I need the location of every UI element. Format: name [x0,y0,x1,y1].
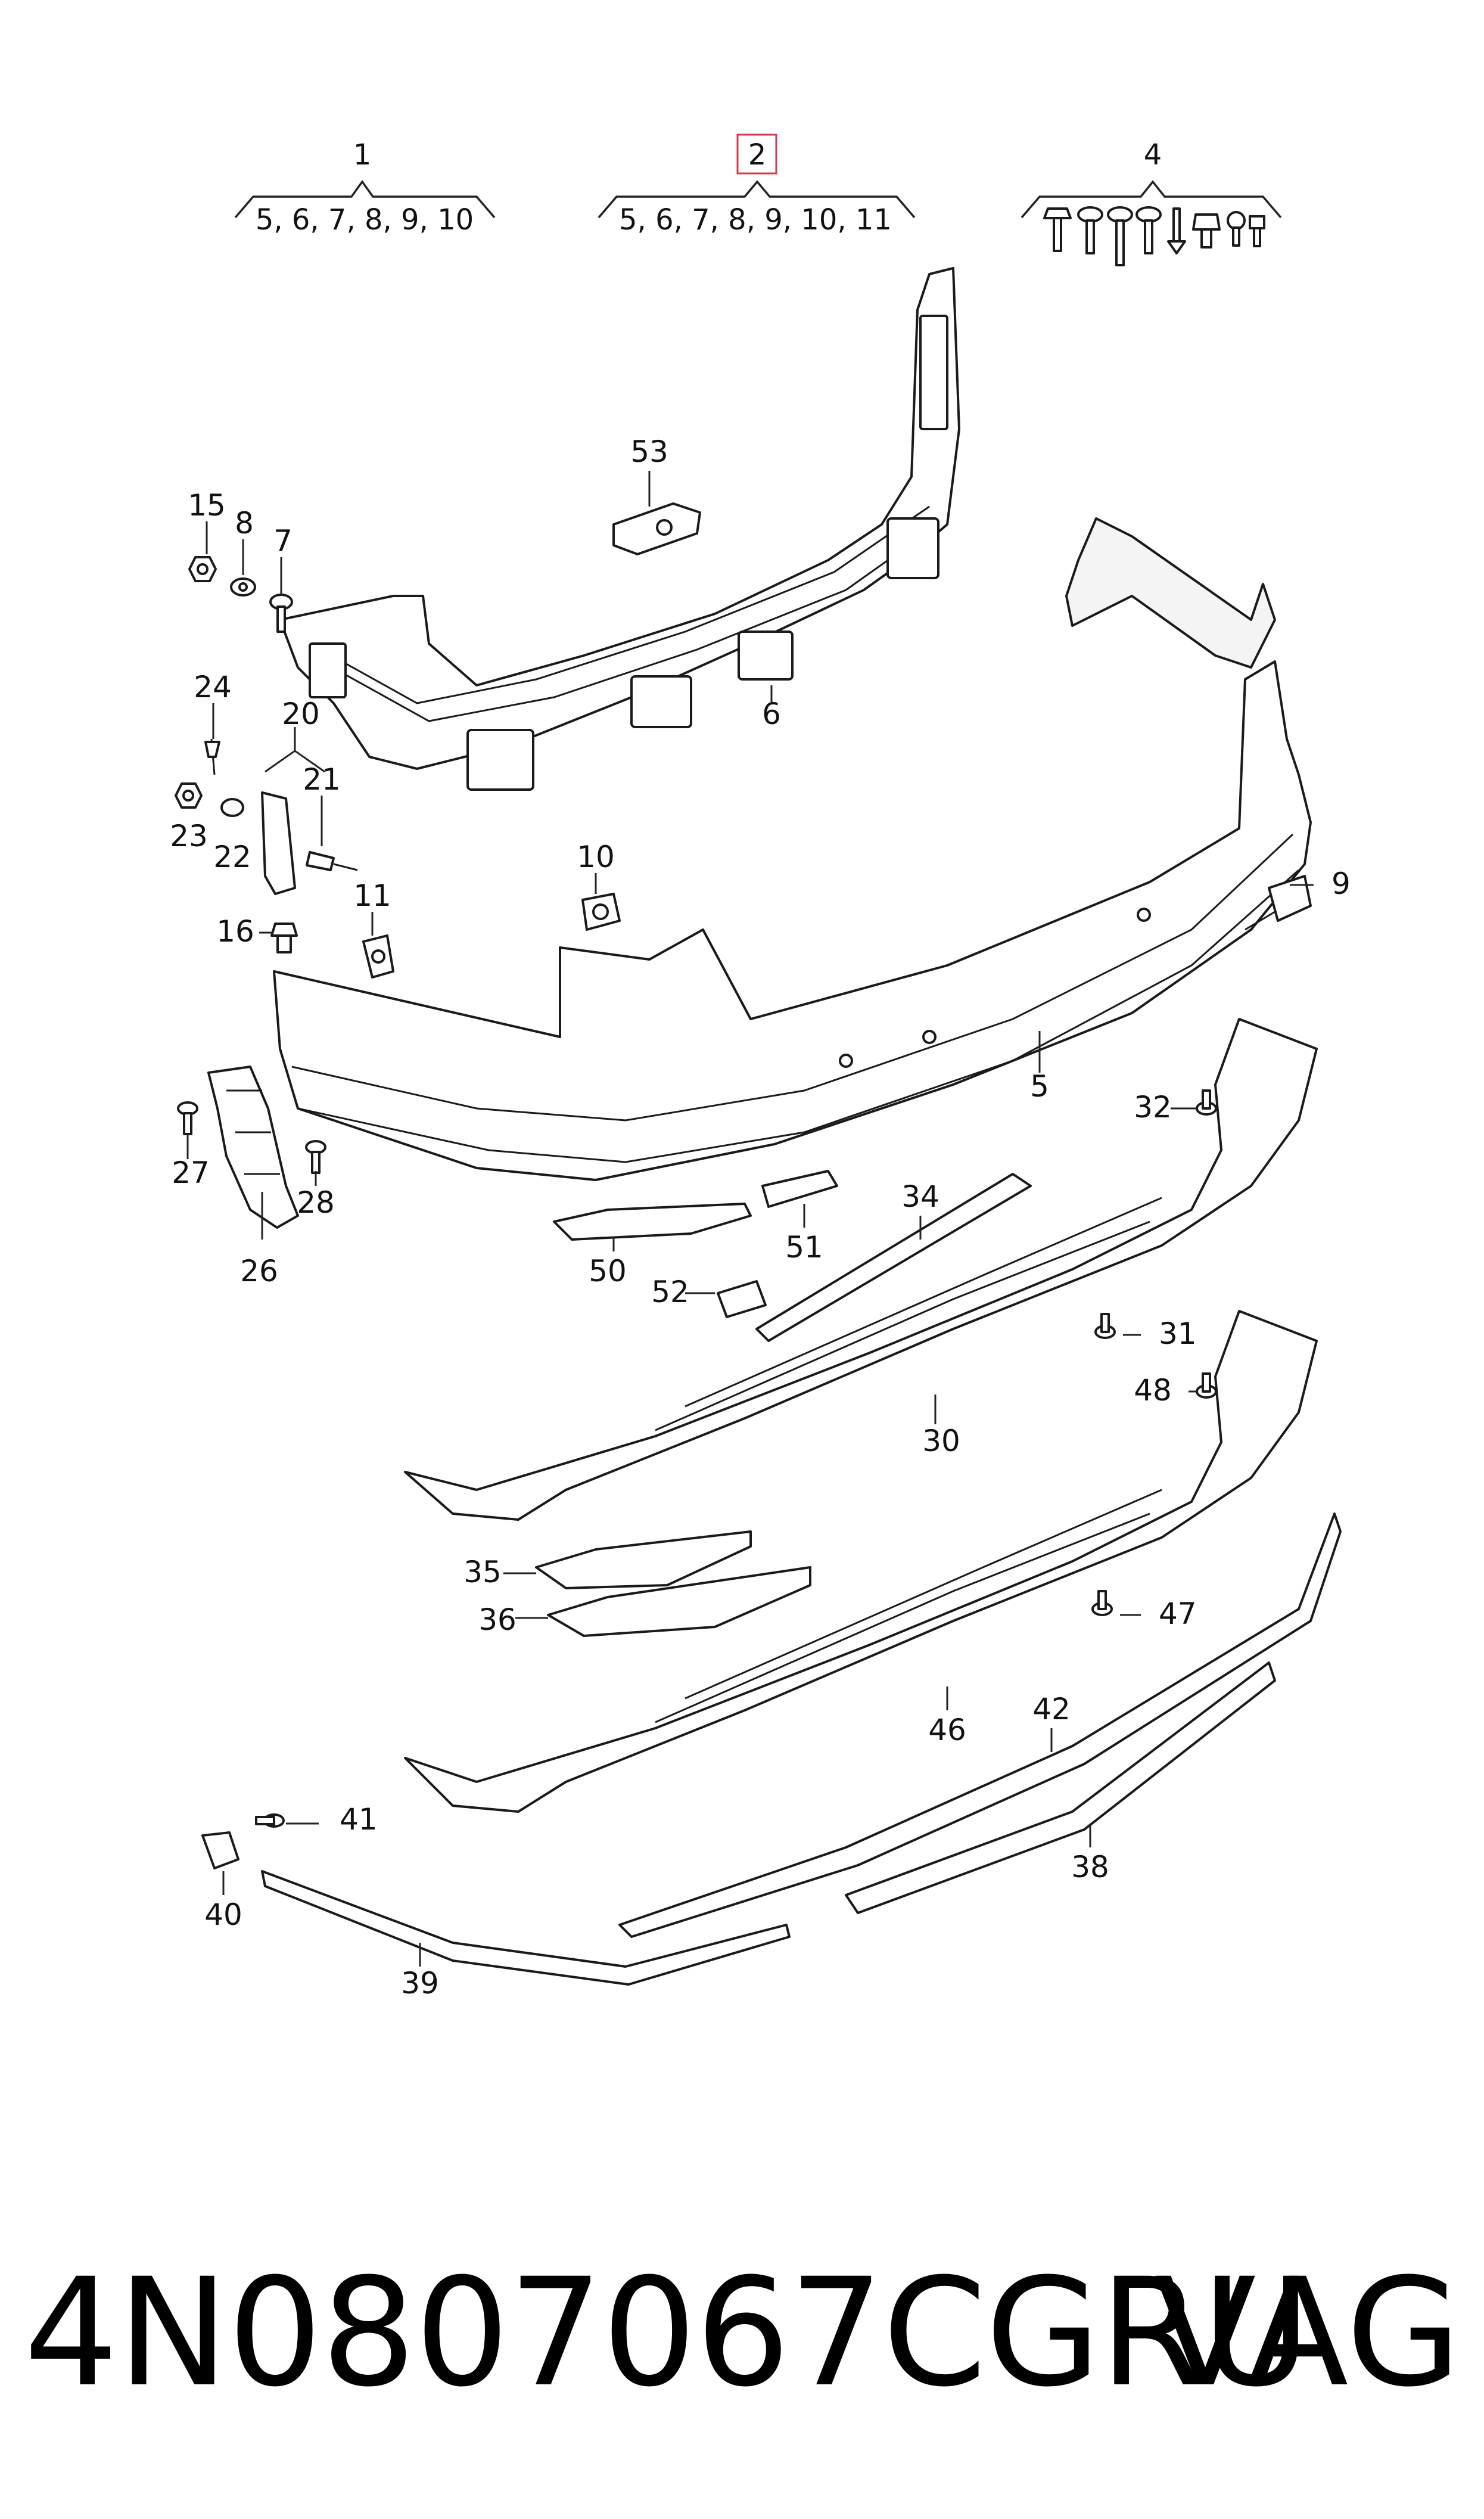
lower-diffuser-part-46 [404,1310,1318,1813]
screw-part-41 [255,1813,285,1828]
label-6: 6 [762,697,781,731]
group-items-2: 5, 6, 7, 8, 9, 10, 11 [619,203,892,237]
strip-part-34 [755,1173,1032,1342]
callout-labels: 53 6 15 8 7 24 20 21 23 22 11 10 9 16 5 … [170,434,1351,2001]
reflector-part-51 [761,1170,838,1208]
label-51: 51 [785,1230,823,1265]
fasteners-15-8-7 [188,556,293,633]
label-28: 28 [297,1185,335,1220]
label-16: 16 [216,914,254,949]
group-header-4: 4 [1021,138,1282,266]
label-39: 39 [401,1966,439,2001]
label-52: 52 [651,1275,689,1309]
label-24: 24 [194,670,232,704]
label-10: 10 [577,840,615,874]
label-7: 7 [273,524,293,558]
brand-name: VAG [1154,2246,1461,2419]
clip-part-9 [1245,875,1312,931]
fasteners-20-to-24 [175,738,358,895]
label-21: 21 [303,762,341,797]
label-47: 47 [1159,1596,1197,1631]
side-bracket-part-26 [207,1066,299,1229]
label-23: 23 [170,819,208,853]
label-9: 9 [1331,866,1351,901]
clip-part-40 [201,1831,239,1869]
highlight-box [736,133,777,175]
label-20: 20 [282,697,320,731]
reflector-part-50 [553,1203,752,1241]
bumper-cover-part-5 [273,517,1312,1181]
label-50: 50 [589,1254,627,1288]
group-number-4: 4 [1144,138,1162,172]
label-22: 22 [213,840,251,874]
diffuser-part-30 [404,1018,1318,1521]
label-38: 38 [1071,1850,1109,1884]
fastener-set-icons [1043,206,1265,266]
label-5: 5 [1030,1069,1049,1104]
label-46: 46 [928,1713,966,1747]
label-27: 27 [172,1156,210,1190]
group-header-1: 1 5, 6, 7, 8, 9, 10 [234,138,496,237]
clip-part-11 [362,934,394,979]
label-15: 15 [188,488,226,523]
screws-31-32-47-48 [1091,1089,1217,1616]
clip-part-10 [581,893,621,931]
trim-part-39 [261,1870,791,1986]
label-32: 32 [1134,1090,1172,1125]
sensor-bracket-part-53 [612,502,701,555]
leader-lines [186,471,1314,1967]
bumper-carrier-part-6 [279,267,960,791]
label-48: 48 [1134,1373,1172,1408]
insert-part-35 [535,1530,752,1589]
bracket-part-52 [717,1280,767,1318]
label-53: 53 [630,434,668,469]
label-40: 40 [204,1897,242,1932]
trim-part-42 [618,1512,1342,1938]
label-36: 36 [478,1602,517,1637]
group-number-2: 2 [748,138,767,172]
label-35: 35 [463,1555,502,1589]
nut-part-16 [270,923,298,953]
label-8: 8 [235,506,254,541]
trim-part-38 [845,1661,1276,1914]
label-34: 34 [901,1179,939,1214]
label-30: 30 [922,1424,960,1458]
label-41: 41 [340,1802,378,1837]
part-number: 4N0807067CGRU [24,2246,1311,2419]
insert-part-36 [547,1566,811,1637]
label-31: 31 [1159,1316,1197,1351]
label-11: 11 [353,878,391,913]
label-42: 42 [1032,1692,1071,1726]
group-number-1: 1 [353,138,372,172]
group-items-1: 5, 6, 7, 8, 9, 10 [256,203,474,237]
screws-27-28 [177,1101,326,1174]
label-26: 26 [240,1254,278,1288]
group-header-2: 2 5, 6, 7, 8, 9, 10, 11 [598,133,916,237]
exploded-parts-diagram: 1 5, 6, 7, 8, 9, 10 2 5, 6, 7, 8, 9, 10,… [170,133,1351,2001]
